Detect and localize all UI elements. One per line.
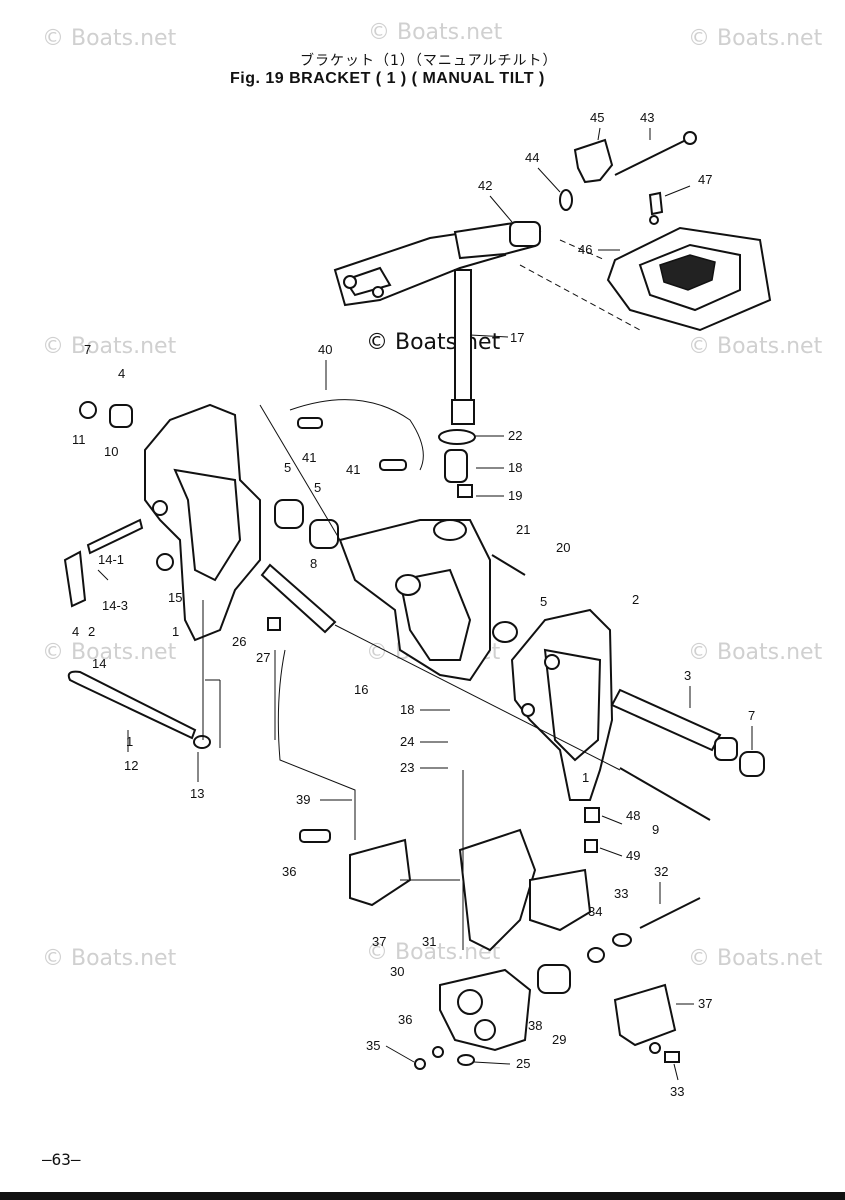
part-label-36-bottom: 36 bbox=[398, 1012, 412, 1027]
part-label-41-upper: 41 bbox=[302, 450, 316, 465]
page-number: —63— bbox=[42, 1150, 81, 1169]
part-label-29: 29 bbox=[552, 1032, 566, 1047]
part-label-4-lower: 4 bbox=[72, 624, 79, 639]
part-label-18-lower: 18 bbox=[400, 702, 414, 717]
assembly-lines bbox=[202, 404, 621, 950]
part-label-5-a: 5 bbox=[284, 460, 291, 475]
watermark-mid-left: © Boats.net bbox=[42, 334, 177, 359]
part-label-35: 35 bbox=[366, 1038, 380, 1053]
tilt-pin-rod bbox=[67, 670, 221, 749]
part-label-45: 45 bbox=[590, 110, 604, 125]
part-label-2-left: 2 bbox=[88, 624, 95, 639]
watermark-lower-right: © Boats.net bbox=[688, 640, 823, 665]
part-label-33-upper: 33 bbox=[614, 886, 628, 901]
watermark-top-center: © Boats.net bbox=[368, 20, 503, 45]
watermark-top-left: © Boats.net bbox=[42, 26, 177, 51]
watermark-lower-left: © Boats.net bbox=[42, 640, 177, 665]
part-label-11: 11 bbox=[72, 432, 86, 447]
watermark-top-right: © Boats.net bbox=[688, 26, 823, 51]
part-label-20: 20 bbox=[556, 540, 570, 555]
cables bbox=[267, 399, 424, 907]
part-label-14-1: 14-1 bbox=[98, 552, 124, 567]
part-label-39: 39 bbox=[296, 792, 310, 807]
watermark-bottom-right: © Boats.net bbox=[688, 946, 823, 971]
part-label-7-right: 7 bbox=[748, 708, 755, 723]
part-label-34: 34 bbox=[588, 904, 602, 919]
part-label-8: 8 bbox=[310, 556, 317, 571]
part-label-23: 23 bbox=[400, 760, 414, 775]
part-label-46: 46 bbox=[578, 242, 592, 257]
label-leader-lines bbox=[127, 127, 753, 1081]
left-stern-bracket bbox=[63, 401, 261, 642]
part-label-49: 49 bbox=[626, 848, 640, 863]
part-label-9: 9 bbox=[652, 822, 659, 837]
part-label-21: 21 bbox=[516, 522, 530, 537]
bottom-border-bar bbox=[0, 1192, 845, 1200]
part-label-14-3: 14-3 bbox=[102, 598, 128, 613]
part-label-37-right: 37 bbox=[698, 996, 712, 1011]
part-label-5-b: 5 bbox=[314, 480, 321, 495]
part-label-10: 10 bbox=[104, 444, 118, 459]
part-label-14: 14 bbox=[92, 656, 106, 671]
part-label-19: 19 bbox=[508, 488, 522, 503]
part-label-25: 25 bbox=[516, 1056, 530, 1071]
part-label-2-right: 2 bbox=[632, 592, 639, 607]
part-label-36-left: 36 bbox=[282, 864, 296, 879]
part-label-42: 42 bbox=[478, 178, 492, 193]
part-label-38: 38 bbox=[528, 1018, 542, 1033]
tiller-bracket-assembly bbox=[333, 131, 697, 425]
right-stern-bracket bbox=[510, 608, 765, 853]
lower-tilt-mechanism bbox=[414, 828, 701, 1070]
part-label-47: 47 bbox=[698, 172, 712, 187]
part-label-7-left: 7 bbox=[84, 342, 91, 357]
part-label-12: 12 bbox=[124, 758, 138, 773]
watermark-bottom-left: © Boats.net bbox=[42, 946, 177, 971]
part-label-30: 30 bbox=[390, 964, 404, 979]
part-label-4-left: 4 bbox=[118, 366, 125, 381]
part-label-27: 27 bbox=[256, 650, 270, 665]
part-label-3: 3 bbox=[684, 668, 691, 683]
part-label-18-upper: 18 bbox=[508, 460, 522, 475]
part-label-15: 15 bbox=[168, 590, 182, 605]
watermark-center: © Boats.net bbox=[366, 330, 501, 355]
swivel-bracket bbox=[260, 429, 526, 682]
part-label-41-lower: 41 bbox=[346, 462, 360, 477]
part-label-44: 44 bbox=[525, 150, 539, 165]
part-label-1-b: 1 bbox=[582, 770, 589, 785]
part-label-26: 26 bbox=[232, 634, 246, 649]
part-label-1-a: 1 bbox=[172, 624, 179, 639]
part-label-17: 17 bbox=[510, 330, 524, 345]
lower-mount-unit bbox=[519, 226, 772, 332]
part-label-37-left: 37 bbox=[372, 934, 386, 949]
figure-title-japanese: ブラケット（1）（マニュアルチルト） bbox=[300, 53, 558, 69]
part-label-1-c: 1 bbox=[126, 734, 133, 749]
part-label-5-c: 5 bbox=[540, 594, 547, 609]
part-label-22: 22 bbox=[508, 428, 522, 443]
part-label-43: 43 bbox=[640, 110, 654, 125]
part-label-32: 32 bbox=[654, 864, 668, 879]
part-label-24: 24 bbox=[400, 734, 414, 749]
part-label-16: 16 bbox=[354, 682, 368, 697]
part-label-13: 13 bbox=[190, 786, 204, 801]
watermark-mid-right: © Boats.net bbox=[688, 334, 823, 359]
figure-title-english: Fig. 19 BRACKET ( 1 ) ( MANUAL TILT ) bbox=[230, 70, 545, 87]
part-label-33-lower: 33 bbox=[670, 1084, 684, 1099]
part-label-40: 40 bbox=[318, 342, 332, 357]
part-number-labels: 45 43 44 47 42 46 17 40 7 4 10 11 22 41 … bbox=[72, 110, 755, 1099]
part-label-48: 48 bbox=[626, 808, 640, 823]
part-label-31: 31 bbox=[422, 934, 436, 949]
